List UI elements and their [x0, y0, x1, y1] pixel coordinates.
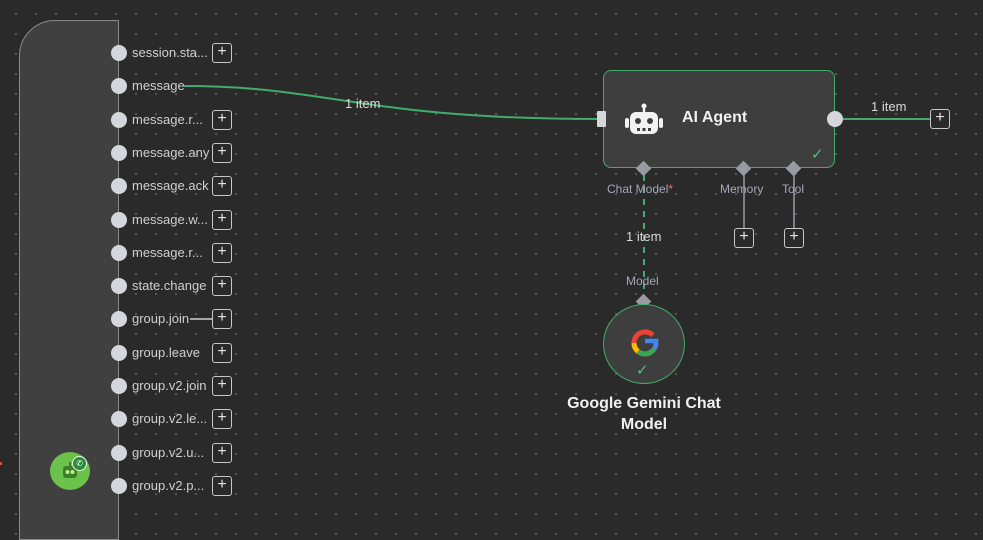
add-node-button[interactable]: +: [212, 342, 232, 363]
output-handle[interactable]: [111, 111, 127, 128]
google-g-icon: [629, 327, 661, 359]
output-handle[interactable]: [111, 78, 127, 95]
trigger-output-row: message.any+: [111, 142, 241, 163]
robot-icon: [623, 103, 665, 137]
trigger-output-row: message: [111, 76, 241, 96]
output-label: message.ack: [132, 178, 209, 194]
add-tool-button[interactable]: +: [784, 228, 804, 248]
whatsapp-badge-icon: ✆: [72, 456, 87, 471]
add-node-button[interactable]: +: [212, 109, 232, 130]
trigger-output-row: group.join +: [111, 309, 241, 330]
add-node-button[interactable]: +: [212, 176, 232, 197]
trigger-output-row: session.sta... +: [111, 43, 241, 63]
agent-output-handle[interactable]: [827, 111, 843, 127]
output-label: group.leave: [132, 344, 200, 360]
output-handle[interactable]: [111, 45, 127, 61]
success-check-icon: ✓: [636, 362, 649, 379]
add-node-button[interactable]: +: [212, 376, 232, 396]
add-node-button[interactable]: +: [212, 276, 232, 297]
output-handle[interactable]: [111, 278, 127, 295]
output-item-count: 1 item: [871, 99, 907, 114]
ai-agent-node[interactable]: AI Agent ✓: [603, 70, 835, 168]
output-handle[interactable]: [111, 211, 127, 228]
output-label: group.v2.join: [132, 378, 207, 393]
trigger-output-row: message.w...+: [111, 209, 241, 230]
add-node-button[interactable]: +: [212, 309, 232, 330]
output-handle[interactable]: [111, 344, 127, 361]
memory-label: Memory: [720, 182, 764, 196]
trigger-output-row: message.ack+: [111, 176, 241, 197]
trigger-output-row: message.r... +: [111, 242, 241, 263]
success-check-icon: ✓: [811, 146, 824, 163]
model-port-label: Model: [626, 274, 659, 288]
trigger-output-row: group.leave +: [111, 342, 241, 363]
agent-title: AI Agent: [682, 109, 748, 126]
edge-item-count: 1 item: [345, 96, 381, 111]
add-node-button[interactable]: +: [212, 142, 232, 163]
output-label: session.sta...: [132, 45, 208, 60]
add-node-button[interactable]: +: [212, 409, 232, 430]
output-label: group.join: [132, 311, 190, 327]
tool-label: Tool: [782, 182, 805, 196]
output-handle[interactable]: [111, 178, 127, 195]
trigger-output-row: group.v2.le...+: [111, 409, 241, 430]
edge-message-to-agent[interactable]: [183, 85, 599, 120]
add-node-button[interactable]: +: [212, 209, 232, 230]
required-mark: *: [668, 182, 674, 196]
output-handle[interactable]: [111, 311, 127, 328]
output-label: state.change: [132, 278, 207, 294]
output-label: group.v2.u...: [132, 444, 205, 460]
output-handle[interactable]: [111, 477, 127, 494]
add-output-node-button[interactable]: +: [930, 109, 950, 129]
output-label: message.r...: [132, 111, 203, 127]
output-handle[interactable]: [111, 244, 127, 261]
output-label: message.any: [132, 144, 210, 160]
add-node-button[interactable]: +: [212, 242, 232, 263]
output-handle[interactable]: [111, 144, 127, 161]
offscreen-marker: [0, 462, 2, 465]
trigger-output-row: group.v2.join +: [111, 376, 241, 396]
add-memory-button[interactable]: +: [734, 228, 754, 248]
google-gemini-node[interactable]: ✓: [603, 304, 685, 384]
output-label: message: [132, 78, 185, 94]
output-label: group.v2.p...: [132, 477, 205, 493]
add-node-button[interactable]: +: [212, 43, 232, 63]
output-label: message.w...: [132, 211, 208, 227]
trigger-output-row: message.r... +: [111, 109, 241, 130]
add-node-button[interactable]: +: [212, 442, 232, 463]
agent-input-handle[interactable]: [597, 111, 606, 127]
output-label: group.v2.le...: [132, 411, 208, 427]
trigger-output-row: group.v2.p... +: [111, 475, 241, 496]
add-node-button[interactable]: +: [212, 475, 232, 496]
output-handle[interactable]: [111, 411, 127, 428]
output-handle[interactable]: [111, 378, 127, 394]
trigger-output-row: state.change +: [111, 276, 241, 297]
chat-model-label: Chat Model*: [607, 182, 673, 196]
gemini-node-title: Google Gemini Chat Model: [567, 395, 721, 433]
output-label: message.r...: [132, 244, 203, 260]
chat-model-text: Chat Model: [607, 182, 669, 196]
trigger-output-row: group.v2.u... +: [111, 442, 241, 463]
output-handle[interactable]: [111, 444, 127, 461]
model-item-count: 1 item: [626, 229, 662, 244]
